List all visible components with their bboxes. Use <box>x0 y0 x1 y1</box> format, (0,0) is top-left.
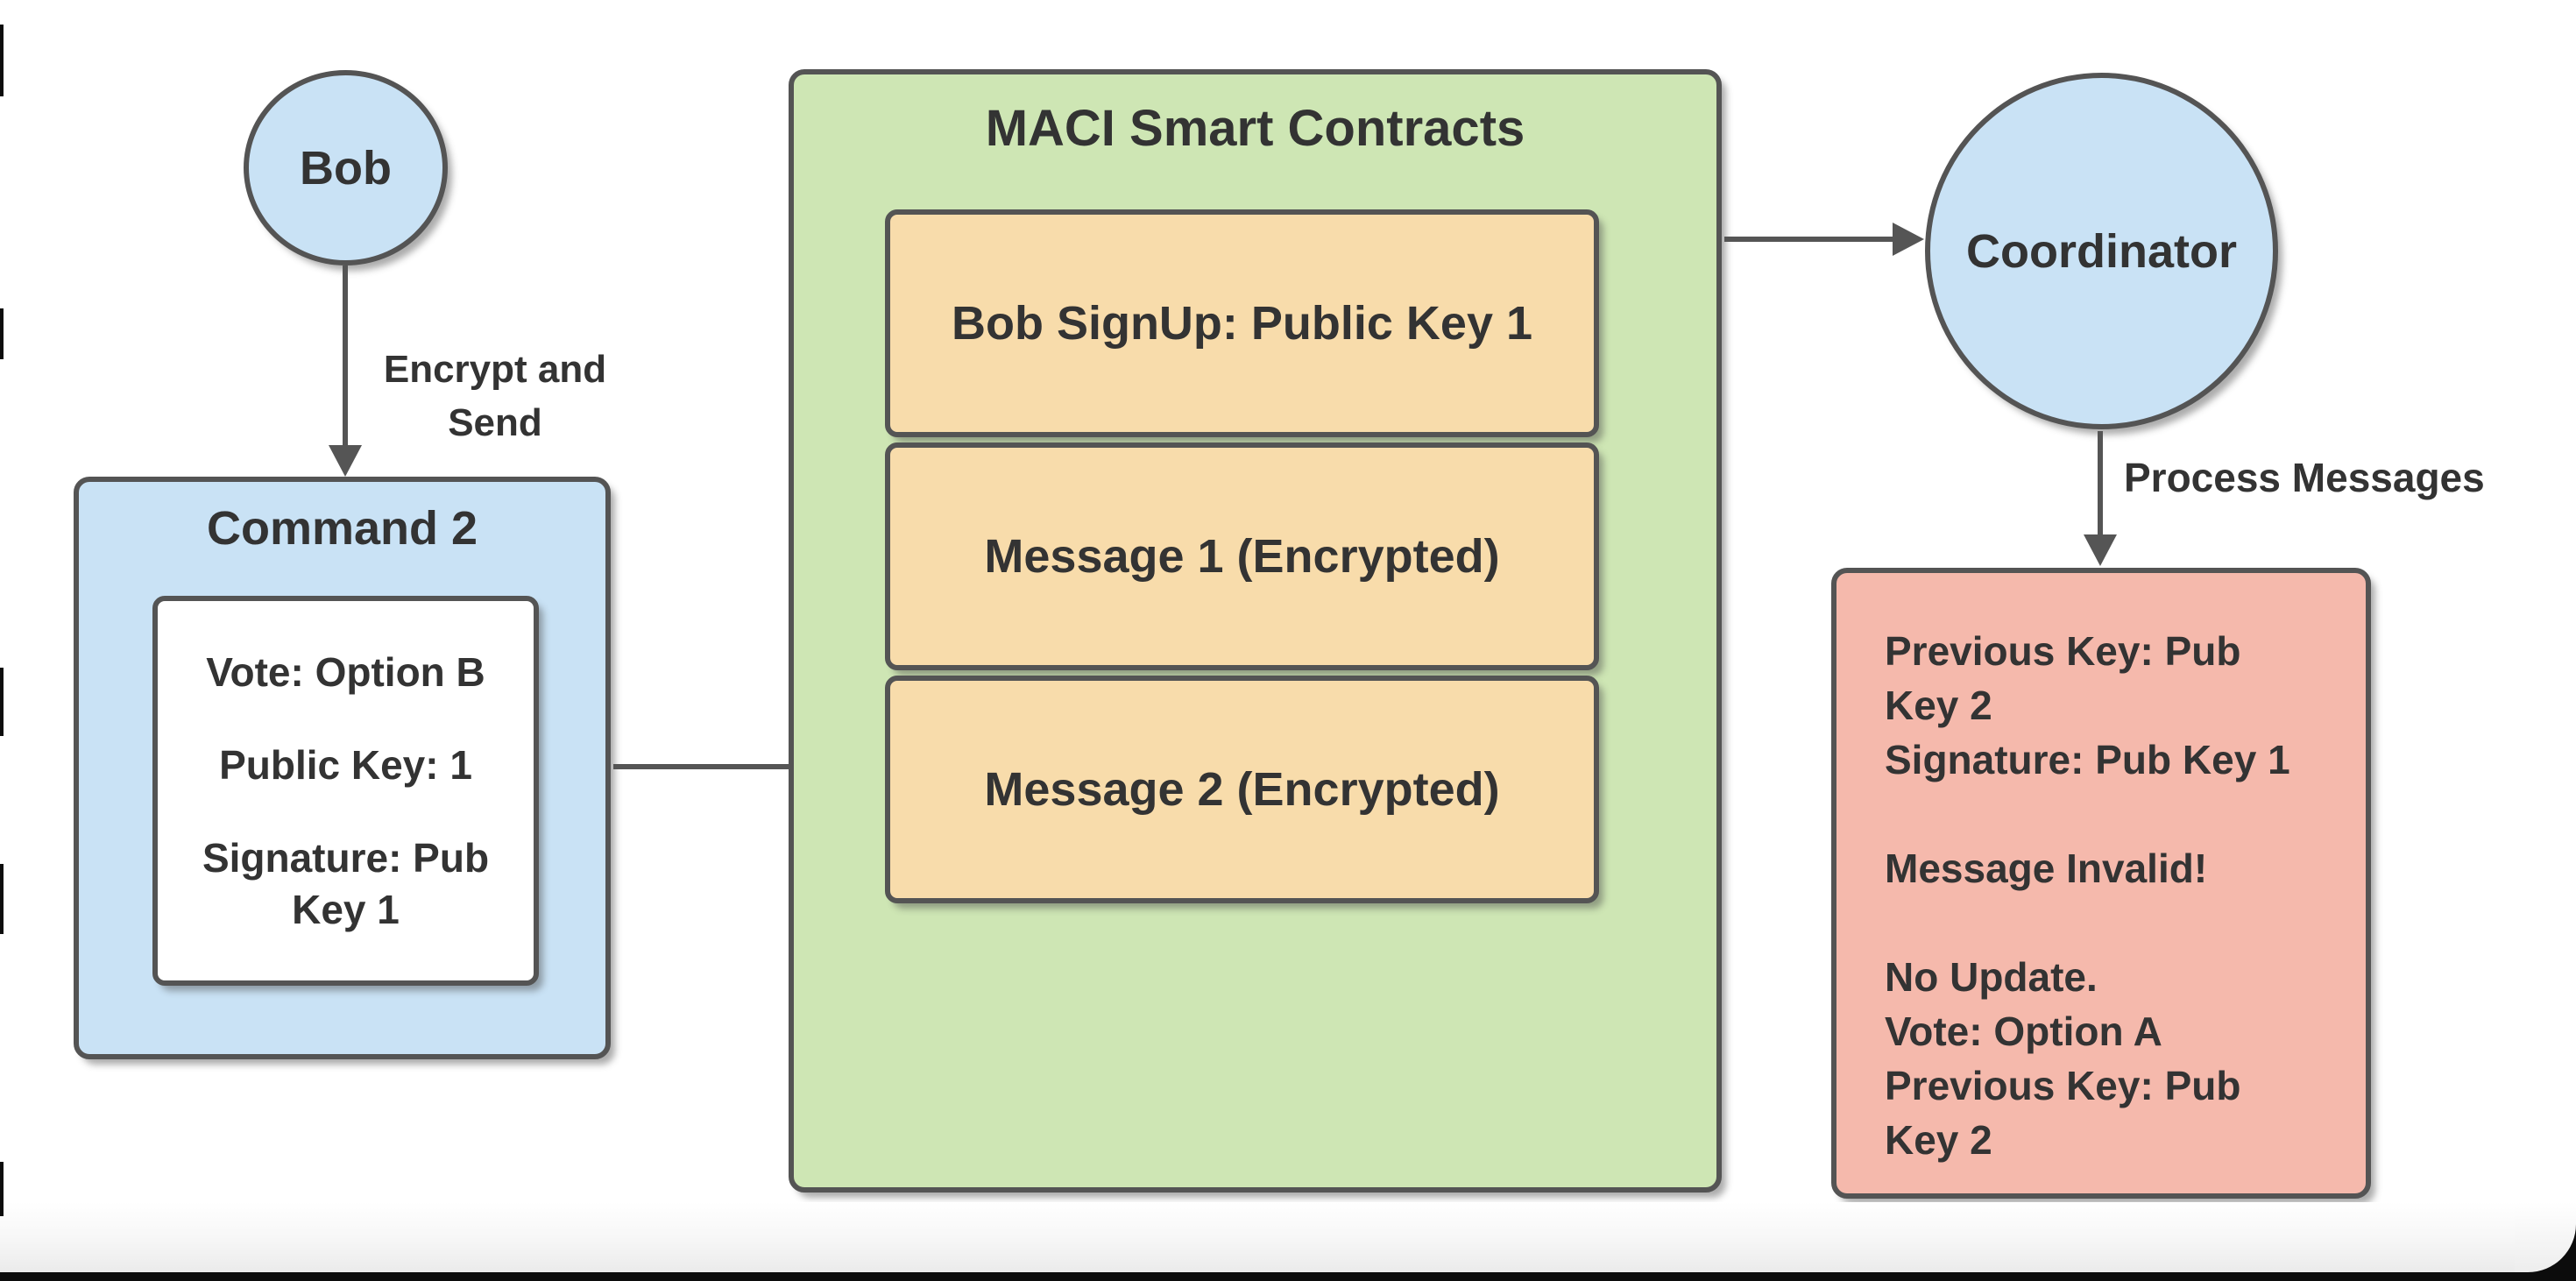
result-line: No Update. <box>1885 954 2098 1000</box>
bob-actor-circle: Bob <box>244 70 448 265</box>
command2-field-vote: Vote: Option B <box>206 648 485 695</box>
arrowhead-right-icon <box>1893 223 1924 256</box>
edge-contracts-to-coordinator <box>1724 237 1895 242</box>
entry-bob-signup-label: Bob SignUp: Public Key 1 <box>951 297 1533 350</box>
arrowhead-down-icon <box>329 445 362 477</box>
coordinator-actor-label: Coordinator <box>1966 224 2237 278</box>
left-edge-fragment <box>0 308 4 359</box>
edge-bob-to-command <box>343 265 348 449</box>
result-line: Previous Key: Pub Key 2 <box>1885 1063 2241 1163</box>
result-box: Previous Key: Pub Key 2 Signature: Pub K… <box>1831 568 2371 1199</box>
command2-box: Command 2 Vote: Option B Public Key: 1 S… <box>74 477 611 1059</box>
entry-bob-signup: Bob SignUp: Public Key 1 <box>885 209 1599 437</box>
result-line <box>1885 787 2324 841</box>
entry-message2-label: Message 2 (Encrypted) <box>984 763 1500 816</box>
bob-actor-label: Bob <box>300 141 392 195</box>
result-line: Previous Key: Pub Key 2 <box>1885 628 2241 728</box>
result-line: Message Invalid! <box>1885 846 2208 891</box>
left-edge-fragment <box>0 25 4 96</box>
result-line <box>1885 895 2324 950</box>
edge-label-encrypt-send: Encrypt and Send <box>383 348 607 444</box>
command2-title: Command 2 <box>206 502 478 555</box>
left-edge-fragment <box>0 1162 4 1216</box>
entry-message2: Message 2 (Encrypted) <box>885 676 1599 903</box>
entry-message1: Message 1 (Encrypted) <box>885 442 1599 670</box>
bottom-gradient-strip <box>0 1202 2576 1272</box>
command2-field-public-key: Public Key: 1 <box>219 741 472 788</box>
maci-contracts-title: MACI Smart Contracts <box>985 100 1525 157</box>
edge-coordinator-to-result <box>2098 431 2103 538</box>
arrowhead-down-icon <box>2084 534 2117 566</box>
result-line: Vote: Option A <box>1885 1009 2162 1054</box>
command2-field-signature: Signature: Pub Key 1 <box>202 834 490 932</box>
left-edge-fragment <box>0 864 4 934</box>
result-line: Signature: Pub Key 1 <box>1885 737 2290 782</box>
maci-contracts-box: MACI Smart Contracts Bob SignUp: Public … <box>789 69 1722 1193</box>
left-edge-fragment <box>0 668 4 736</box>
edge-command-to-message2 <box>613 764 852 769</box>
entry-message1-label: Message 1 (Encrypted) <box>984 530 1500 583</box>
command2-payload-box: Vote: Option B Public Key: 1 Signature: … <box>152 596 539 986</box>
coordinator-actor-circle: Coordinator <box>1925 73 2278 429</box>
bottom-window-bar <box>0 1272 2576 1281</box>
edge-label-process-messages: Process Messages <box>2124 455 2485 500</box>
